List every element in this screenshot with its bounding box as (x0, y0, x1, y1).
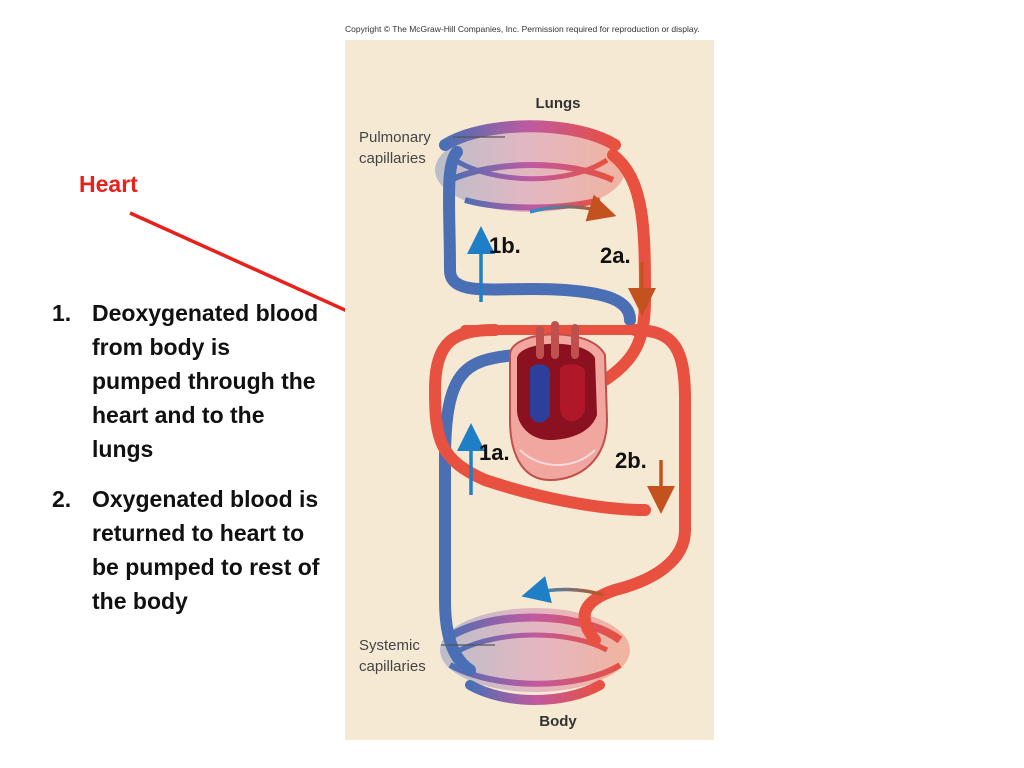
systemic-label-line1: Systemic (359, 637, 420, 654)
heart-label: Heart (79, 171, 138, 197)
pulmonary-capillary-bed (435, 120, 625, 212)
pulmonary-label-line2: capillaries (359, 150, 426, 167)
leader-lines (441, 136, 505, 646)
note-number: 1. (52, 300, 72, 326)
flow-arrow-bottom (521, 576, 604, 604)
copyright-notice: Copyright © The McGraw-Hill Companies, I… (345, 24, 700, 34)
note-number: 2. (52, 486, 72, 512)
systemic-capillary-bed (440, 608, 630, 705)
lungs-label: Lungs (536, 95, 581, 112)
note-item: 1. Deoxygenated blood from body is pumpe… (52, 296, 322, 466)
flow-arrow-top (529, 194, 617, 222)
step-1b-label: 1b. (489, 233, 521, 258)
notes-list: 1. Deoxygenated blood from body is pumpe… (52, 296, 322, 634)
note-text: Deoxygenated blood from body is pumped t… (92, 300, 319, 462)
body-label: Body (539, 713, 577, 730)
flow-arrows (457, 194, 675, 604)
note-text: Oxygenated blood is returned to heart to… (92, 486, 320, 614)
pulmonary-label-line1: Pulmonary (359, 129, 431, 146)
heart-icon (509, 321, 609, 482)
note-item: 2. Oxygenated blood is returned to heart… (52, 482, 322, 618)
step-2b-label: 2b. (615, 448, 647, 473)
step-1a-label: 1a. (479, 440, 510, 465)
step-2a-label: 2a. (600, 243, 631, 268)
circulation-diagram: Lungs Pulmonary capillaries Systemic cap… (359, 95, 691, 730)
systemic-label-line2: capillaries (359, 658, 426, 675)
